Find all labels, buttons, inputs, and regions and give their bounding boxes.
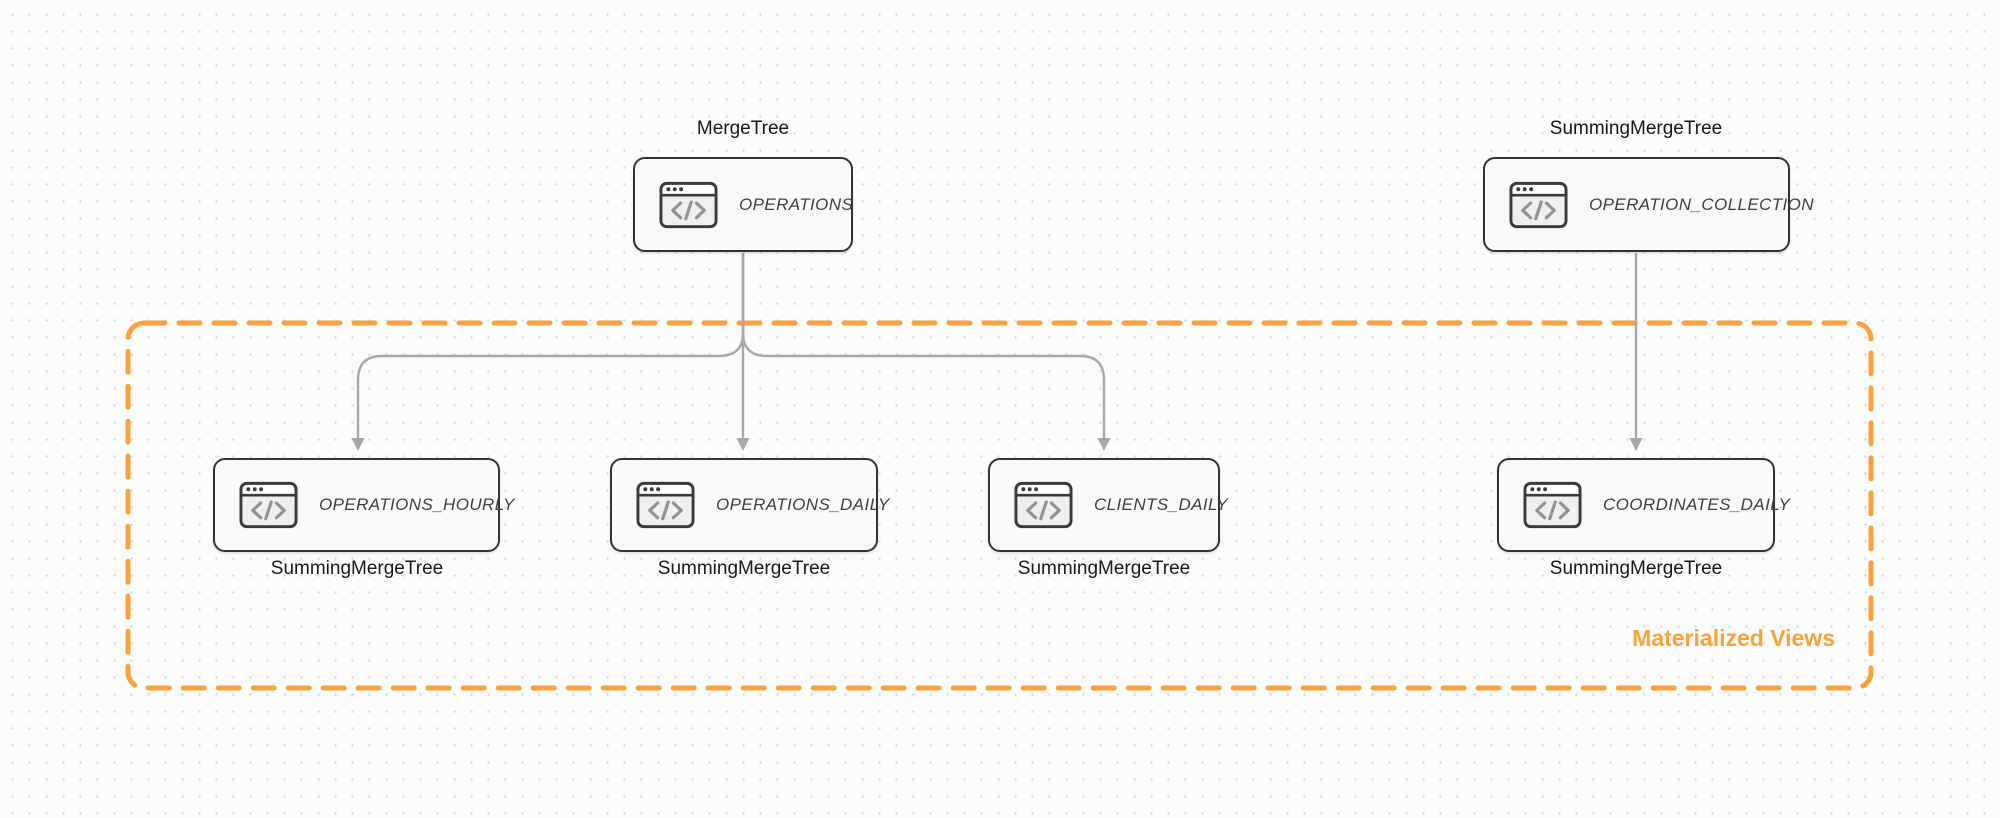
engine-label-summingmergetree-coordinates: SummingMergeTree: [1549, 558, 1723, 579]
edge-operations-to-clients: [741, 253, 1111, 451]
materialized-views-label: Materialized Views: [1632, 625, 1835, 651]
engine-label-summingmergetree-hourly: SummingMergeTree: [270, 558, 444, 579]
node-title: CLIENTS_DAILY: [1094, 495, 1229, 514]
node-operations[interactable]: OPERATIONS: [633, 157, 853, 252]
engine-label-summingmergetree-clients: SummingMergeTree: [1017, 558, 1191, 579]
node-title: OPERATIONS: [739, 194, 854, 214]
node-operation-collection[interactable]: OPERATION_COLLECTION: [1483, 157, 1814, 252]
edge-operations-to-hourly: [351, 253, 745, 451]
node-operations-daily[interactable]: OPERATIONS_DAILY: [610, 458, 889, 552]
node-title: OPERATION_COLLECTION: [1589, 194, 1814, 214]
engine-label-mergetree: MergeTree: [696, 118, 790, 139]
code-browser-icon: [1014, 481, 1073, 529]
engine-label-summingmergetree-daily: SummingMergeTree: [657, 558, 831, 579]
node-operations-hourly[interactable]: OPERATIONS_HOURLY: [213, 458, 514, 552]
node-title: OPERATIONS_DAILY: [716, 495, 890, 514]
code-browser-icon: [636, 481, 695, 529]
code-browser-icon: [659, 181, 718, 229]
node-clients-daily[interactable]: CLIENTS_DAILY: [988, 458, 1228, 552]
code-browser-icon: [239, 481, 298, 529]
node-coordinates-daily[interactable]: COORDINATES_DAILY: [1497, 458, 1790, 552]
code-browser-icon: [1509, 181, 1568, 229]
code-browser-icon: [1523, 481, 1582, 529]
node-title: COORDINATES_DAILY: [1603, 495, 1791, 514]
node-title: OPERATIONS_HOURLY: [319, 495, 515, 514]
engine-label-summingmergetree-top: SummingMergeTree: [1549, 118, 1723, 139]
